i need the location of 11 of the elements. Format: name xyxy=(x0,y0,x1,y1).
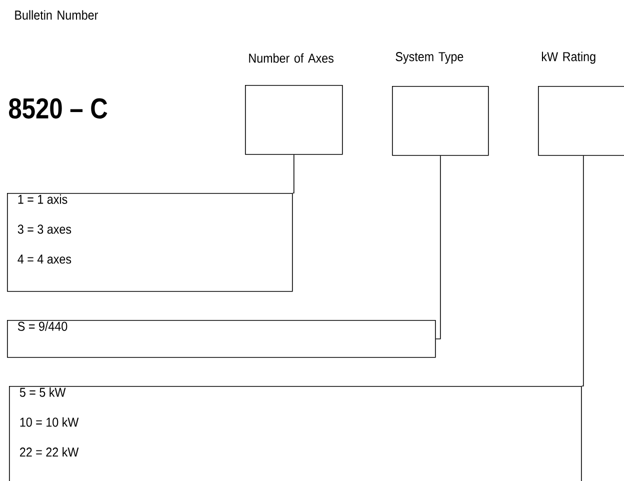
column-heading: kW Rating xyxy=(542,52,596,64)
option-box: 1 = 1 axis 3 = 3 axes 4 = 4 axes xyxy=(7,193,293,292)
leader-line xyxy=(435,155,441,340)
leader-line xyxy=(581,155,584,386)
column-heading: Number of Axes xyxy=(249,53,334,63)
leader-line xyxy=(292,154,294,194)
column-heading: Bulletin Number xyxy=(15,10,98,20)
option-box: 5 = 5 kW 10 = 10 kW 22 = 22 kW xyxy=(9,386,582,481)
column-heading: System Type xyxy=(396,52,464,64)
option-box: S = 9/440 xyxy=(7,320,436,358)
bulletin-number: 8520 – C xyxy=(9,98,108,119)
